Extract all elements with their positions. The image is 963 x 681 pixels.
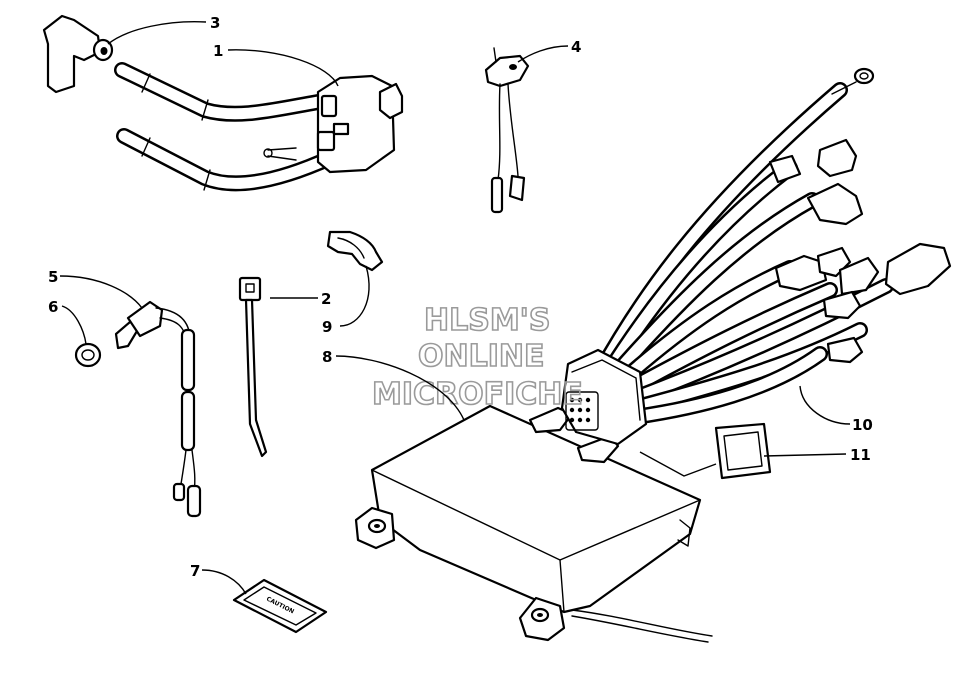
callout-5: 5	[48, 268, 58, 286]
watermark-line-2: ONLINE	[418, 339, 545, 374]
callout-1: 1	[213, 42, 223, 60]
watermark-line-3: MICROFICHE	[372, 377, 583, 412]
cdi-module	[354, 404, 713, 643]
callout-numbers: 3 1 4 5 6 2 9 8 10 11 7	[48, 14, 873, 580]
wire-clip	[326, 230, 384, 272]
callout-2: 2	[321, 290, 331, 308]
callout-7: 7	[190, 562, 200, 580]
callout-8: 8	[322, 348, 332, 366]
callout-3: 3	[210, 14, 220, 32]
callout-10: 10	[852, 416, 873, 434]
watermark-line-1: HLSM'S	[424, 303, 550, 338]
caution-decal: CAUTION	[232, 578, 328, 634]
callout-9: 9	[322, 318, 332, 336]
leader-lines	[59, 21, 851, 595]
watermark: HLSM'S ONLINE MICROFICHE	[371, 302, 584, 413]
temperature-sender	[114, 300, 202, 518]
cable-tie	[238, 276, 268, 458]
callout-4: 4	[571, 38, 581, 56]
foam-pad	[714, 422, 772, 480]
sealing-washer	[74, 342, 102, 368]
ignition-coil	[42, 14, 404, 192]
callout-6: 6	[48, 298, 58, 316]
connector-pins-grid	[565, 391, 599, 431]
wiring-harness	[560, 67, 952, 446]
callout-11: 11	[850, 446, 871, 464]
sensor-lead	[484, 47, 530, 214]
